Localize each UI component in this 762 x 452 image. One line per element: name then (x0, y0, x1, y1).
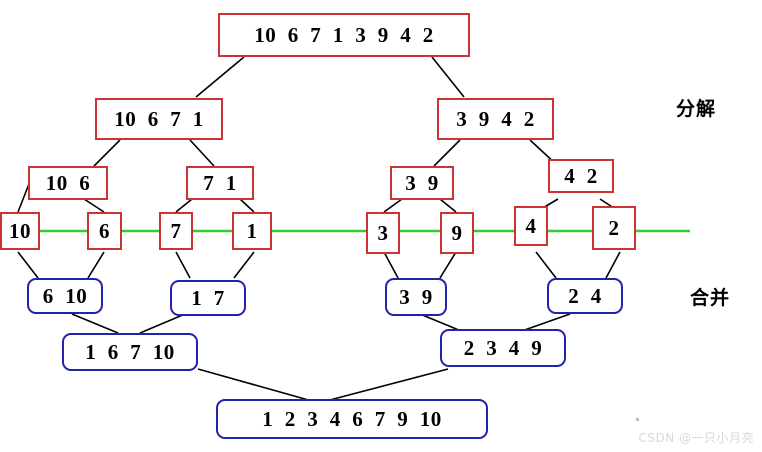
merge-node-2-4: 2 4 (547, 278, 623, 314)
merge-node-1-6-7-10: 1 6 7 10 (62, 333, 198, 371)
split-node-root: 10 6 7 1 3 9 4 2 (218, 13, 470, 57)
split-node-7-1: 7 1 (186, 166, 254, 200)
artifact-speck (636, 418, 639, 421)
merge-node-final-sorted: 1 2 3 4 6 7 9 10 (216, 399, 488, 439)
split-node-left-half: 10 6 7 1 (95, 98, 223, 140)
split-node-right-half: 3 9 4 2 (437, 98, 554, 140)
leaf-node-9: 9 (440, 212, 474, 254)
leaf-node-1: 1 (232, 212, 272, 250)
leaf-node-3: 3 (366, 212, 400, 254)
merge-node-6-10: 6 10 (27, 278, 103, 314)
leaf-node-10: 10 (0, 212, 40, 250)
leaf-node-6: 6 (87, 212, 122, 250)
merge-node-2-3-4-9: 2 3 4 9 (440, 329, 566, 367)
leaf-node-7: 7 (159, 212, 193, 250)
leaf-node-2: 2 (592, 206, 636, 250)
split-node-10-6: 10 6 (28, 166, 108, 200)
merge-node-3-9: 3 9 (385, 278, 447, 316)
split-node-4-2: 4 2 (548, 159, 614, 193)
phase-label-divide: 分解 (676, 98, 717, 120)
split-node-3-9: 3 9 (390, 166, 454, 200)
merge-node-1-7: 1 7 (170, 280, 246, 316)
watermark-text: CSDN @一只小月亮 (638, 431, 754, 445)
leaf-node-4: 4 (514, 206, 548, 246)
phase-label-merge: 合并 (690, 287, 731, 309)
